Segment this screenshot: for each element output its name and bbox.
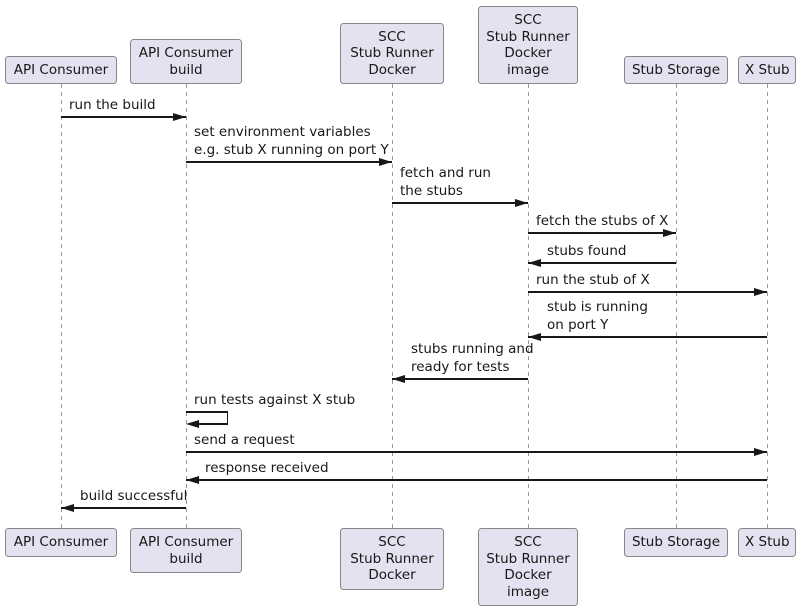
- message-label: build successful: [80, 487, 187, 505]
- text-line: stubs found: [547, 243, 627, 259]
- participant-top-stub-storage: Stub Storage: [624, 55, 728, 84]
- text-line: SCC: [378, 28, 406, 45]
- message-label: stubs running and ready for tests: [411, 340, 534, 376]
- self-message-line: [226, 411, 228, 425]
- text-line: Stub Runner: [486, 28, 570, 45]
- text-line: ready for tests: [411, 359, 510, 375]
- text-line: run the stub of X: [536, 272, 650, 288]
- lifeline-stub-storage: [675, 84, 677, 528]
- text-line: the stubs: [400, 183, 463, 199]
- text-line: run tests against X stub: [194, 392, 356, 408]
- message-label: run the stub of X: [536, 271, 650, 289]
- text-line: run the build: [69, 97, 156, 113]
- message-label: stubs found: [547, 242, 626, 260]
- text-line: Docker: [368, 567, 416, 583]
- self-message-line: [186, 411, 228, 413]
- text-line: Docker: [504, 567, 552, 583]
- message-arrowhead: [528, 258, 541, 267]
- text-line: Stub Runner: [350, 550, 434, 567]
- text-line: Docker: [504, 45, 552, 61]
- text-line: fetch and run: [400, 165, 491, 181]
- message-arrowhead: [754, 447, 767, 456]
- message-label: run the build: [69, 96, 156, 114]
- participant-bottom-stub-storage: Stub Storage: [624, 528, 728, 557]
- message-line: [528, 291, 767, 293]
- text-line: Stub Storage: [631, 61, 721, 78]
- text-line: stub is running: [547, 299, 648, 315]
- message-arrowhead: [186, 419, 199, 428]
- message-line: [186, 451, 767, 453]
- message-line: [61, 507, 186, 509]
- text-line: X Stub: [745, 61, 790, 78]
- message-line: [392, 378, 528, 380]
- participant-top-api-consumer: API Consumer: [5, 55, 117, 84]
- text-line: fetch the stubs of X: [536, 213, 669, 229]
- lifeline-api-consumer: [60, 84, 62, 528]
- text-line: Docker: [368, 61, 416, 78]
- text-line: Stub Runner: [486, 550, 570, 567]
- text-line: send a request: [194, 432, 295, 448]
- message-label: run tests against X stub: [194, 391, 355, 409]
- message-arrowhead: [392, 374, 405, 383]
- message-label: send a request: [194, 431, 295, 449]
- text-line: build: [169, 550, 203, 567]
- lifeline-x-stub: [766, 84, 768, 528]
- lifeline-api-consumer-build: [185, 84, 187, 528]
- message-arrowhead: [61, 503, 74, 512]
- text-line: response received: [205, 460, 329, 476]
- lifeline-scc-stub-runner-docker: [391, 84, 393, 528]
- text-line: API Consumer: [138, 534, 234, 550]
- text-line: SCC: [514, 534, 542, 550]
- message-line: [528, 336, 767, 338]
- text-line: e.g. stub X running on port Y: [194, 142, 389, 158]
- text-line: build successful: [80, 488, 188, 504]
- participant-bottom-x-stub: X Stub: [738, 528, 796, 557]
- message-arrowhead: [173, 112, 186, 121]
- lifeline-scc-stub-runner-docker-image: [527, 84, 529, 528]
- self-message-line: [199, 423, 228, 425]
- message-arrowhead: [379, 157, 392, 166]
- message-line: [392, 202, 528, 204]
- text-line: SCC: [378, 534, 406, 550]
- text-line: on port Y: [547, 317, 609, 333]
- message-label: set environment variables e.g. stub X run…: [194, 123, 389, 159]
- text-line: X Stub: [745, 534, 790, 550]
- message-line: [61, 116, 186, 118]
- text-line: API Consumer: [13, 61, 109, 78]
- message-arrowhead: [528, 332, 541, 341]
- participant-bottom-api-consumer: API Consumer: [5, 528, 117, 557]
- text-line: API Consumer: [13, 534, 109, 550]
- text-line: Stub Runner: [350, 45, 434, 61]
- text-line: stubs running and: [411, 341, 534, 357]
- message-arrowhead: [663, 228, 676, 237]
- message-arrowhead: [515, 198, 528, 207]
- message-arrowhead: [754, 287, 767, 296]
- text-line: SCC: [514, 12, 542, 28]
- text-line: image: [506, 583, 550, 600]
- participant-top-x-stub: X Stub: [738, 55, 796, 84]
- message-line: [528, 262, 676, 264]
- message-label: fetch and run the stubs: [400, 164, 491, 200]
- text-line: image: [506, 61, 550, 78]
- message-label: stub is running on port Y: [547, 298, 648, 334]
- message-line: [186, 161, 392, 163]
- message-line: [186, 479, 767, 481]
- message-label: response received: [205, 459, 329, 477]
- text-line: Stub Storage: [631, 534, 721, 550]
- text-line: set environment variables: [194, 124, 371, 140]
- message-arrowhead: [186, 475, 199, 484]
- text-line: API Consumer: [138, 45, 234, 61]
- message-line: [528, 232, 676, 234]
- message-label: fetch the stubs of X: [536, 212, 668, 230]
- text-line: build: [169, 61, 203, 78]
